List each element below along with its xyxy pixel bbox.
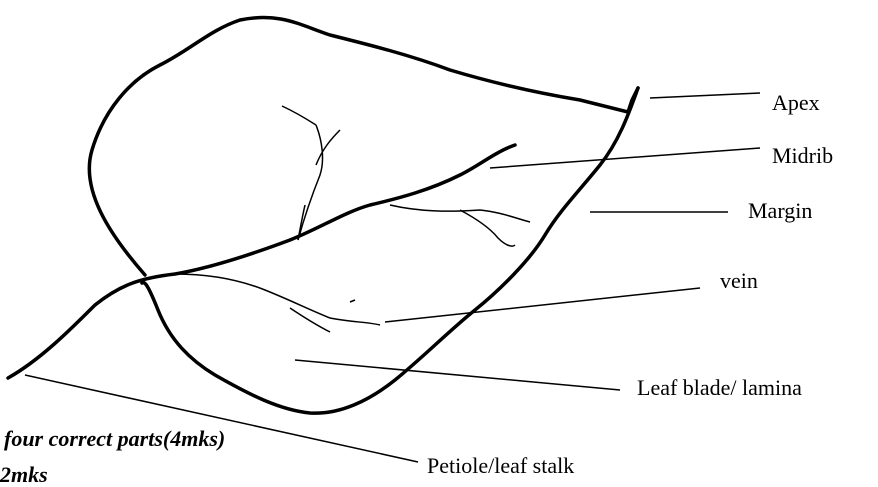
label-apex: Apex (772, 92, 820, 114)
marking-note-2: 2mks (0, 464, 48, 486)
leader-blade (295, 360, 620, 390)
vein-lower-2 (290, 308, 330, 332)
vein-lower-3 (350, 300, 355, 302)
leader-apex (650, 93, 760, 98)
leader-vein (385, 288, 700, 322)
label-midrib: Midrib (772, 145, 833, 167)
upper-leaf-outline (89, 18, 628, 275)
vein-lower-1 (175, 274, 380, 325)
vein-upper-2 (282, 106, 316, 125)
label-petiole: Petiole/leaf stalk (427, 455, 574, 477)
label-margin: Margin (748, 200, 812, 222)
leaf-margin (142, 88, 638, 413)
label-vein: vein (720, 270, 758, 292)
label-leaf-blade: Leaf blade/ lamina (637, 377, 802, 399)
marking-note-1: four correct parts(4mks) (4, 428, 225, 450)
leader-midrib (490, 148, 760, 168)
vein-right-1 (390, 205, 530, 222)
